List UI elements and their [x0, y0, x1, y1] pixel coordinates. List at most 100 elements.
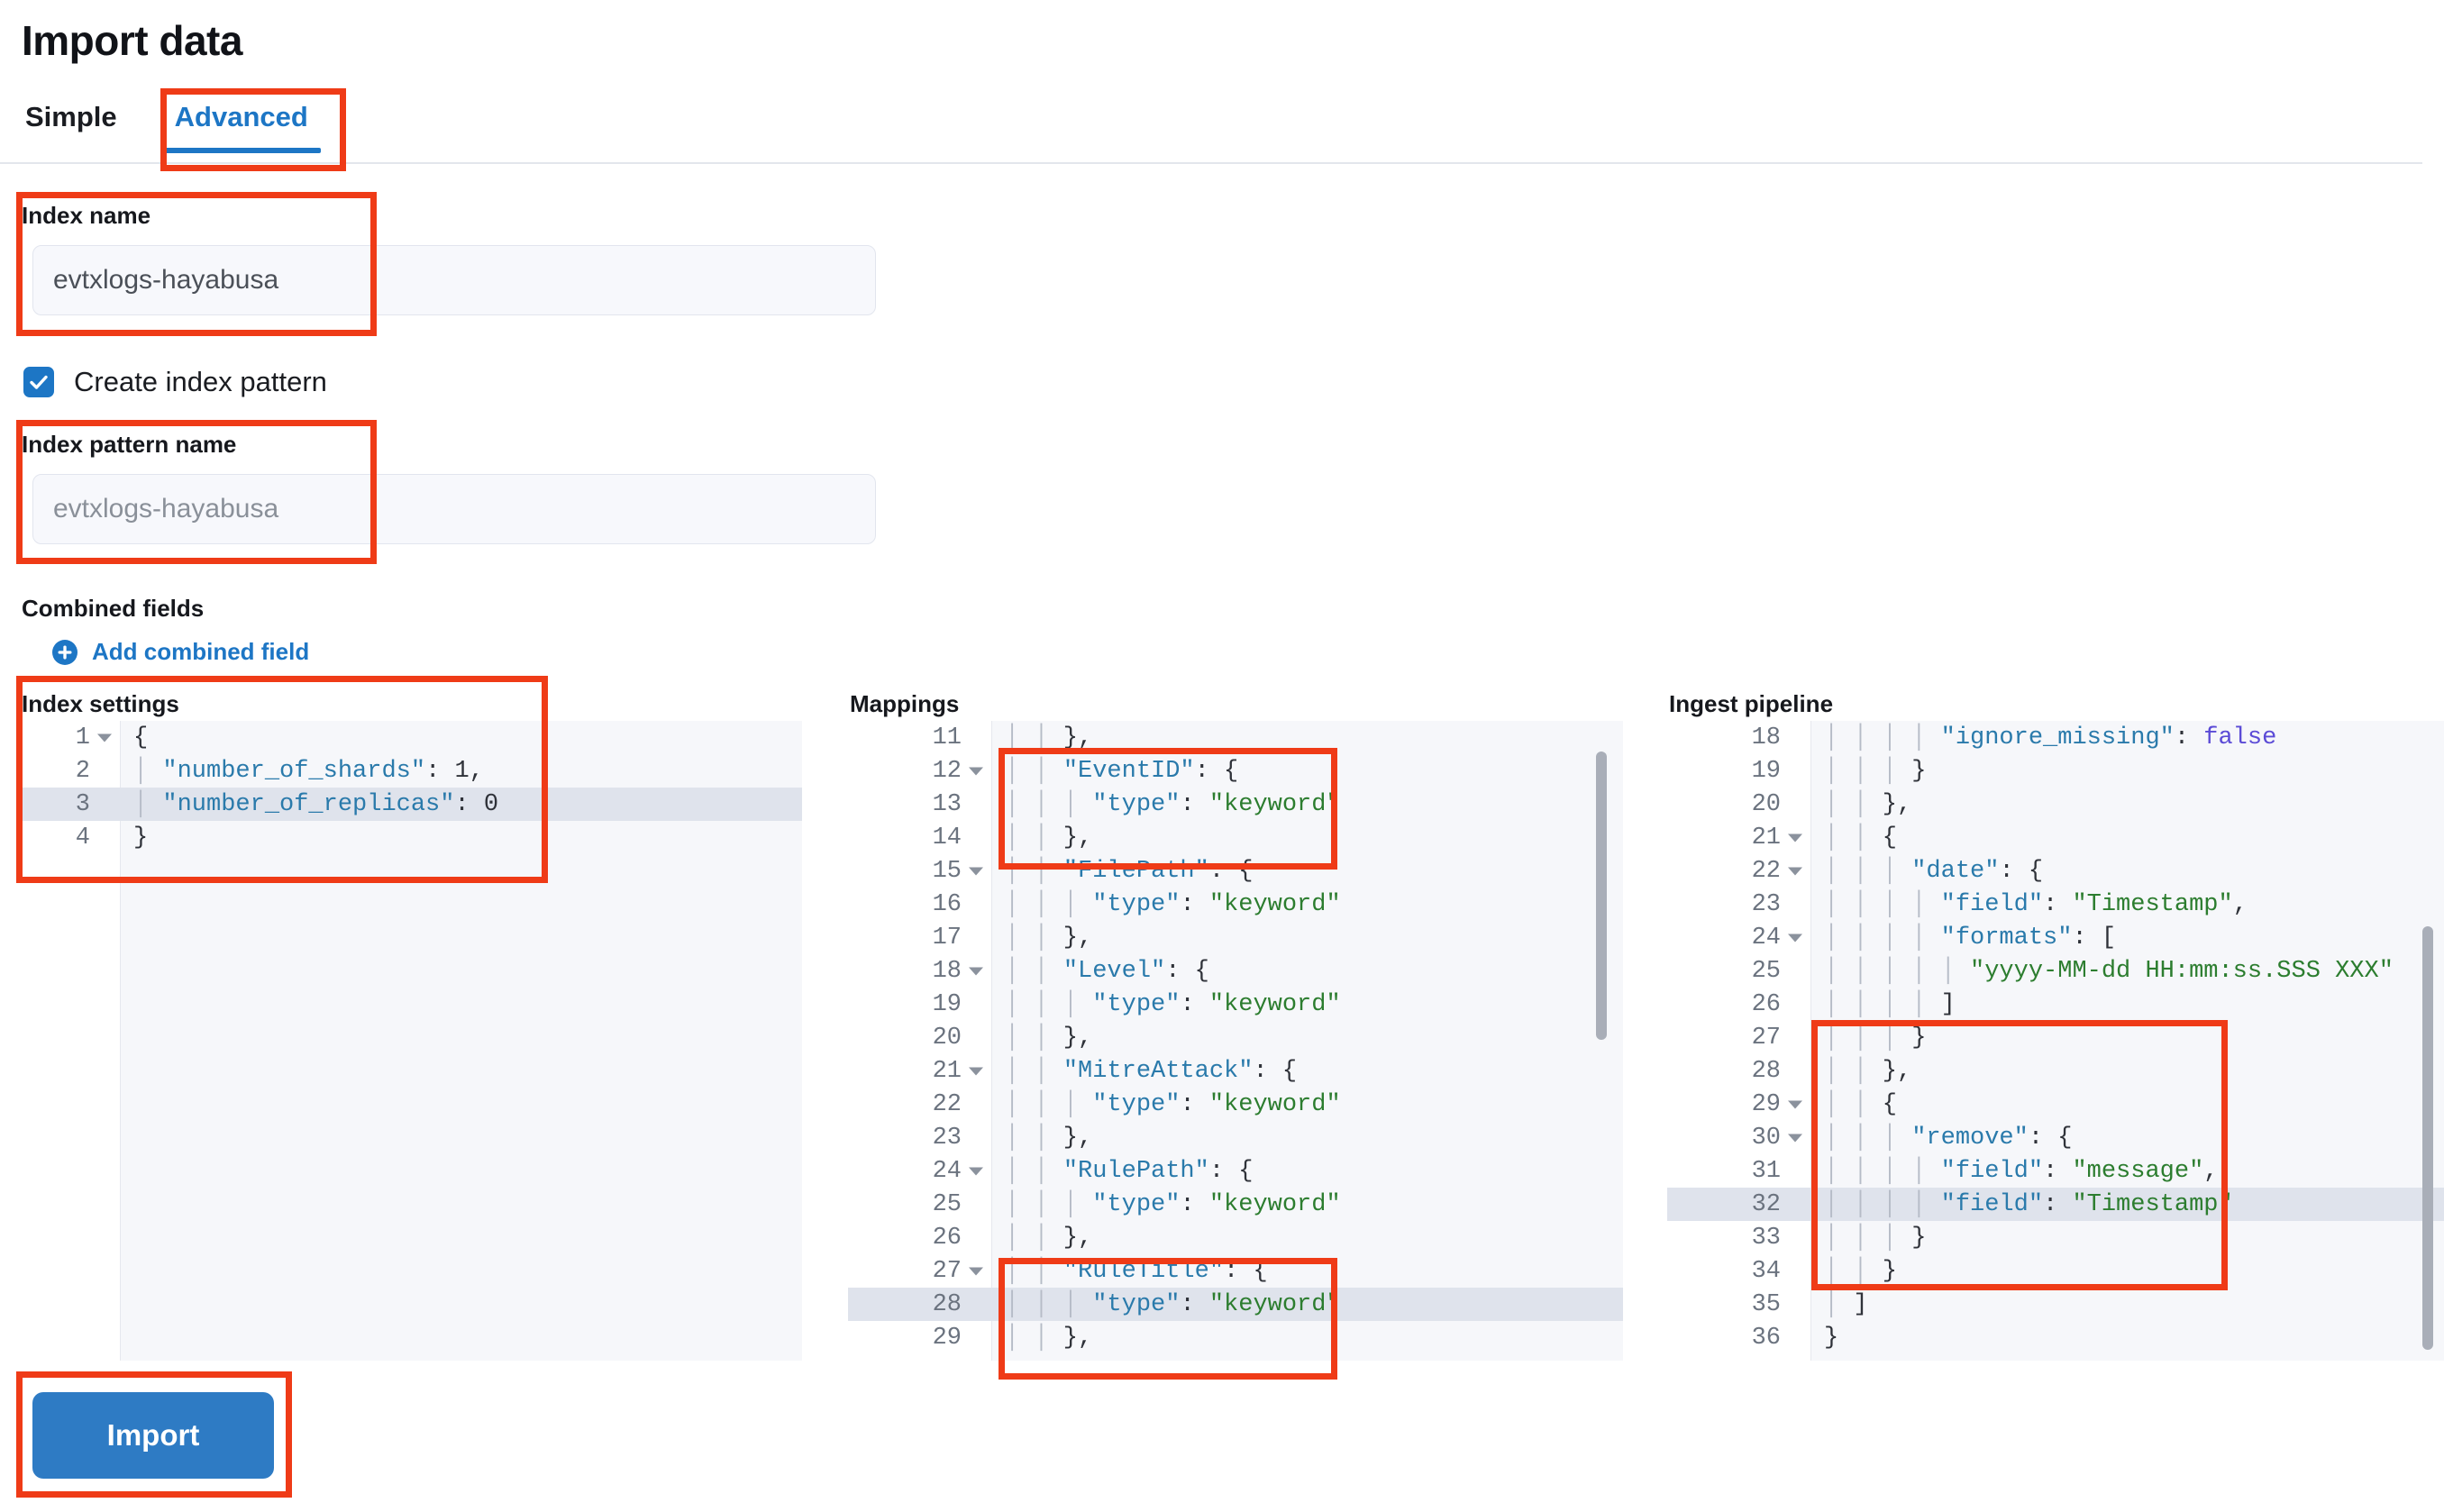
mappings-heading: Mappings [850, 690, 960, 717]
add-combined-field-label: Add combined field [92, 638, 310, 665]
create-index-pattern-row[interactable]: Create index pattern [23, 366, 327, 398]
code-text: │ │ │ "date": { [1824, 857, 2044, 885]
code-text: │ │ │ "type": "keyword" [1005, 990, 1341, 1018]
index-pattern-name-input[interactable]: evtxlogs-hayabusa [32, 474, 876, 544]
line-number: 36 [1751, 1324, 1781, 1352]
line-number: 24 [1667, 925, 1811, 952]
fold-arrow-icon[interactable] [97, 733, 112, 742]
code-line: 2│ "number_of_shards": 1, [20, 754, 802, 788]
code-text: │ │ │ │ "field": "message", [1824, 1157, 2219, 1185]
fold-arrow-icon[interactable] [969, 1167, 983, 1175]
gutter-background [1667, 721, 1811, 1361]
fold-arrow-icon[interactable] [969, 867, 983, 875]
line-number: 34 [1751, 1257, 1781, 1285]
line-number: 31 [1751, 1157, 1781, 1185]
code-line: 20│ │ }, [848, 1021, 1623, 1054]
line-number: 15 [848, 858, 992, 885]
code-line: 18│ │ "Level": { [848, 954, 1623, 988]
index-settings-heading: Index settings [22, 690, 179, 717]
code-line: 21│ │ "MitreAttack": { [848, 1054, 1623, 1088]
page-title: Import data [22, 17, 242, 64]
code-text: │ │ │ } [1824, 1224, 1927, 1252]
index-settings-editor[interactable]: 1{2│ "number_of_shards": 1,3│ "number_of… [20, 721, 802, 1361]
line-number: 23 [932, 1124, 962, 1152]
line-number: 19 [932, 990, 962, 1018]
fold-arrow-icon[interactable] [1788, 934, 1802, 942]
line-number: 28 [1751, 1057, 1781, 1085]
code-line: 24 │ │ │ │ "formats": [ [1667, 921, 2444, 954]
ingest-pipeline-heading: Ingest pipeline [1669, 690, 1834, 717]
create-index-pattern-checkbox[interactable] [23, 367, 54, 397]
code-line: 11│ │ }, [848, 721, 1623, 754]
code-line: 15│ │ "FilePath": { [848, 854, 1623, 888]
code-line: 19│ │ │ } [1667, 754, 2444, 788]
code-text: │ │ "Level": { [1005, 957, 1209, 985]
code-line: 34│ │ } [1667, 1254, 2444, 1288]
code-line: 25│ │ │ "type": "keyword" [848, 1188, 1623, 1221]
tab-advanced[interactable]: Advanced [144, 97, 339, 153]
code-line: 1{ [20, 721, 802, 754]
code-line: 32│ │ │ │ "field": "Timestamp" [1667, 1188, 2444, 1221]
mappings-editor[interactable]: 11│ │ },12│ │ "EventID": {13│ │ │ "type"… [848, 721, 1623, 1361]
add-combined-field-button[interactable]: Add combined field [52, 638, 309, 666]
code-line: 28│ │ }, [1667, 1054, 2444, 1088]
fold-arrow-icon[interactable] [969, 1267, 983, 1275]
code-text: │ │ │ │ "field": "Timestamp" [1824, 1190, 2233, 1218]
code-text: │ │ }, [1005, 1224, 1093, 1252]
tab-divider [0, 162, 2422, 164]
import-button[interactable]: Import [32, 1392, 274, 1479]
code-text: │ │ │ "type": "keyword" [1005, 890, 1341, 918]
check-icon [30, 375, 48, 389]
gutter-background [848, 721, 992, 1361]
line-number: 22 [932, 1090, 962, 1118]
code-line: 27│ │ │ } [1667, 1021, 2444, 1054]
code-line: 26│ │ │ │ ] [1667, 988, 2444, 1021]
index-name-input[interactable]: evtxlogs-hayabusa [32, 245, 876, 315]
fold-arrow-icon[interactable] [1788, 833, 1802, 842]
code-line: 4} [20, 821, 802, 854]
line-number: 27 [848, 1258, 992, 1285]
line-number: 1 [20, 724, 121, 751]
code-line: 28│ │ │ "type": "keyword" [848, 1288, 1623, 1321]
line-number: 24 [848, 1158, 992, 1185]
tab-simple[interactable]: Simple [25, 101, 117, 132]
code-lines: 1{2│ "number_of_shards": 1,3│ "number_of… [20, 721, 802, 854]
line-number: 29 [1667, 1091, 1811, 1118]
code-line: 3│ "number_of_replicas": 0 [20, 788, 802, 821]
line-number: 2 [75, 757, 90, 785]
code-line: 29 │ │ { [1667, 1088, 2444, 1121]
line-number: 26 [932, 1224, 962, 1252]
line-number: 25 [932, 1190, 962, 1218]
code-line: 16│ │ │ "type": "keyword" [848, 888, 1623, 921]
code-line: 17│ │ }, [848, 921, 1623, 954]
combined-fields-label: Combined fields [22, 595, 205, 622]
line-number: 30 [1667, 1125, 1811, 1152]
code-text: │ │ "RulePath": { [1005, 1157, 1254, 1185]
fold-arrow-icon[interactable] [969, 967, 983, 975]
fold-arrow-icon[interactable] [969, 767, 983, 775]
code-text: { [133, 724, 149, 751]
code-text: │ │ │ } [1824, 757, 1927, 785]
fold-arrow-icon[interactable] [1788, 1100, 1802, 1108]
code-text: │ "number_of_replicas": 0 [133, 790, 499, 818]
line-number: 35 [1751, 1290, 1781, 1318]
code-text: │ │ }, [1005, 1324, 1093, 1352]
code-line: 19 │ │ │ "type": "keyword" [848, 988, 1623, 1021]
fold-arrow-icon[interactable] [969, 1067, 983, 1075]
code-line: 29│ │ }, [848, 1321, 1623, 1354]
code-text: │ │ │ │ "formats": [ [1824, 924, 2117, 952]
ingest-pipeline-vertical-scrollbar[interactable] [2422, 926, 2433, 1350]
code-text: │ │ │ │ "field": "Timestamp", [1824, 890, 2248, 918]
code-line: 22│ │ │ "date": { [1667, 854, 2444, 888]
fold-arrow-icon[interactable] [1788, 1134, 1802, 1142]
fold-arrow-icon[interactable] [1788, 867, 1802, 875]
code-text: │ │ │ "remove": { [1824, 1124, 2073, 1152]
code-text: │ ] [1824, 1290, 1868, 1318]
mappings-vertical-scrollbar[interactable] [1596, 751, 1607, 1040]
tab-bar: Simple Advanced [22, 97, 339, 153]
code-line: 30 │ │ │ "remove": { [1667, 1121, 2444, 1154]
index-pattern-name-label: Index pattern name [22, 431, 237, 458]
code-text: │ │ { [1824, 1090, 1898, 1118]
